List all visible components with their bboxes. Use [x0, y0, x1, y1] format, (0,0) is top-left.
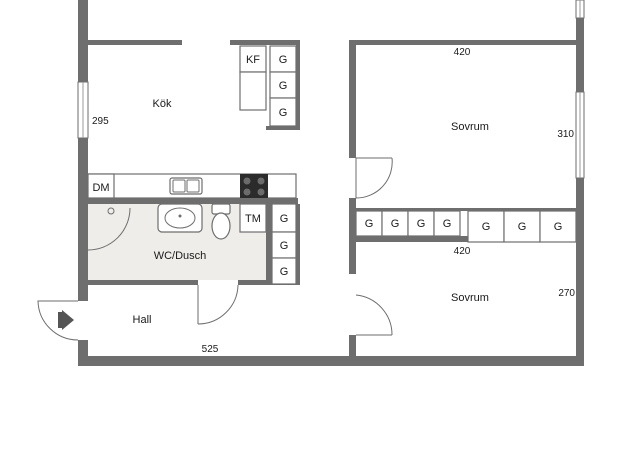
dimension-labels: 295 420 310 420 270 525	[92, 47, 575, 355]
wardrobe-label-b3: G	[280, 266, 289, 278]
room-label-bedroom-1: Sovrum	[451, 121, 489, 133]
wardrobe-label-k2: G	[279, 80, 288, 92]
dimension-bedroom-2-width: 420	[454, 246, 471, 257]
wardrobe-label-w1: G	[365, 218, 374, 230]
doors	[37, 157, 393, 341]
kf-label: KF	[246, 54, 260, 66]
wardrobe-label-w6: G	[518, 221, 527, 233]
room-label-hall: Hall	[133, 314, 152, 326]
wardrobe-label-w2: G	[391, 218, 400, 230]
wardrobe-label-w5: G	[482, 221, 491, 233]
wardrobe-label-k3: G	[279, 107, 288, 119]
room-label-bedroom-2: Sovrum	[451, 292, 489, 304]
wardrobe-label-w4: G	[443, 218, 452, 230]
room-label-kitchen: Kök	[153, 98, 172, 110]
wardrobe-label-w7: G	[554, 221, 563, 233]
stove-icon	[240, 174, 268, 198]
room-labels: Kök Sovrum Sovrum WC/Dusch Hall	[133, 98, 489, 326]
bathroom-fixtures: TM G G G	[87, 203, 297, 285]
dimension-hall-width: 525	[202, 344, 219, 355]
dimension-kitchen-height: 295	[92, 116, 109, 127]
wardrobe-label-b2: G	[280, 240, 289, 252]
bedroom-wardrobes: G G G G G G G	[355, 210, 577, 243]
dimension-bedroom-1-height: 310	[557, 129, 574, 140]
kitchen-sink-icon	[169, 177, 203, 195]
wardrobe-label-w3: G	[417, 218, 426, 230]
kitchen-fixtures: KF G G G DM	[87, 45, 297, 199]
entrance-arrow-icon	[62, 310, 74, 330]
dm-label: DM	[92, 182, 109, 194]
walls	[78, 0, 584, 366]
windows	[77, 0, 585, 179]
dimension-bedroom-1-width: 420	[454, 47, 471, 58]
dimension-bedroom-2-height: 270	[558, 288, 575, 299]
wardrobe-label-k1: G	[279, 54, 288, 66]
room-label-bathroom: WC/Dusch	[154, 250, 207, 262]
wardrobe-label-b1: G	[280, 213, 289, 225]
tm-label: TM	[245, 213, 261, 225]
